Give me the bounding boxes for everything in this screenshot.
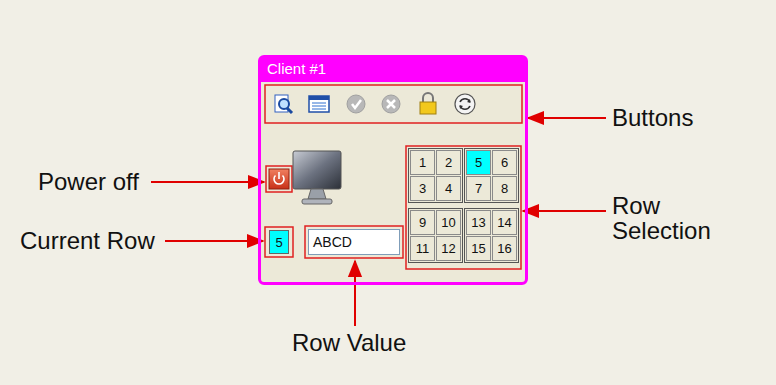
grid-group-outlines: [409, 149, 519, 263]
highlight-outlines: [265, 85, 522, 269]
panel-ground: [259, 56, 527, 284]
row-number: 7: [475, 181, 482, 196]
panel-title: Client #1: [261, 58, 525, 82]
callout-label: Current Row: [20, 228, 155, 253]
button-icons: [275, 93, 475, 114]
row-cell: 6: [492, 150, 517, 175]
callout-label: Power off: [38, 169, 139, 194]
row-cell: 7: [466, 176, 491, 201]
monitor-icon: [293, 151, 341, 204]
client-panel: Client #1125634789101314111215165ABCD: [258, 55, 528, 285]
callout-label: Buttons: [612, 105, 693, 130]
row-number: 6: [501, 155, 508, 170]
row-value-box: ABCD: [308, 229, 400, 255]
row-cell: 4: [436, 176, 461, 201]
row-value-text: ABCD: [313, 234, 352, 250]
row-number: 9: [419, 215, 426, 230]
row-cell: 8: [492, 176, 517, 201]
row-number: 12: [441, 241, 455, 256]
row-cell: 1: [410, 150, 435, 175]
row-number: 5: [475, 155, 482, 170]
row-cell: 9: [410, 210, 435, 235]
row-cell: 12: [436, 236, 461, 261]
row-cell: 16: [492, 236, 517, 261]
row-number: 3: [419, 181, 426, 196]
callout-label: Row Selection: [612, 193, 752, 243]
row-cell: 2: [436, 150, 461, 175]
current-row-box: 5: [269, 230, 289, 254]
row-number: 2: [445, 155, 452, 170]
leader-arrows: [151, 118, 606, 326]
power-button: [269, 169, 289, 189]
row-number: 15: [471, 241, 485, 256]
row-number: 5: [275, 235, 282, 250]
row-cell: 15: [466, 236, 491, 261]
row-cell: 13: [466, 210, 491, 235]
row-number: 1: [419, 155, 426, 170]
row-cell: 11: [410, 236, 435, 261]
row-number: 4: [445, 181, 452, 196]
row-number: 14: [497, 215, 511, 230]
row-cell: 14: [492, 210, 517, 235]
row-number: 11: [416, 241, 430, 256]
row-cell: 3: [410, 176, 435, 201]
callout-label: Row Value: [292, 330, 406, 355]
row-cell: 10: [436, 210, 461, 235]
row-number: 8: [501, 181, 508, 196]
row-number: 13: [471, 215, 485, 230]
row-cell: 5: [466, 150, 491, 175]
row-number: 10: [441, 215, 455, 230]
row-number: 16: [497, 241, 511, 256]
